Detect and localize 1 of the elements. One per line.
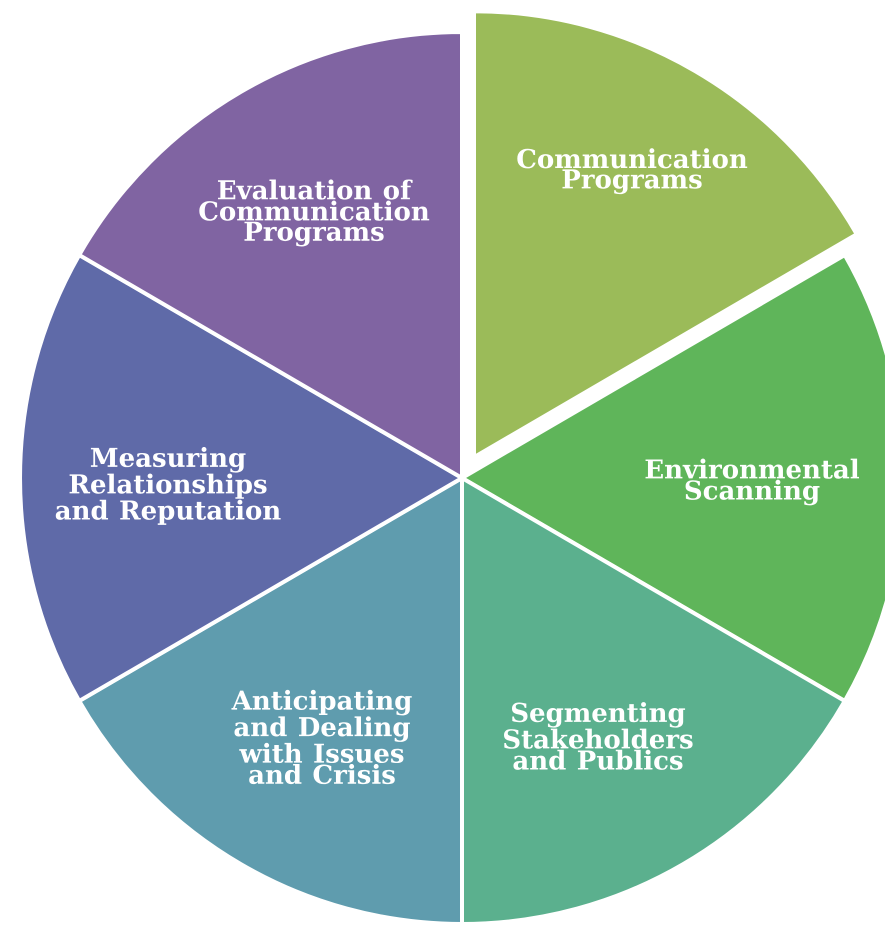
pie-slice: Communication Programs xyxy=(472,9,859,460)
